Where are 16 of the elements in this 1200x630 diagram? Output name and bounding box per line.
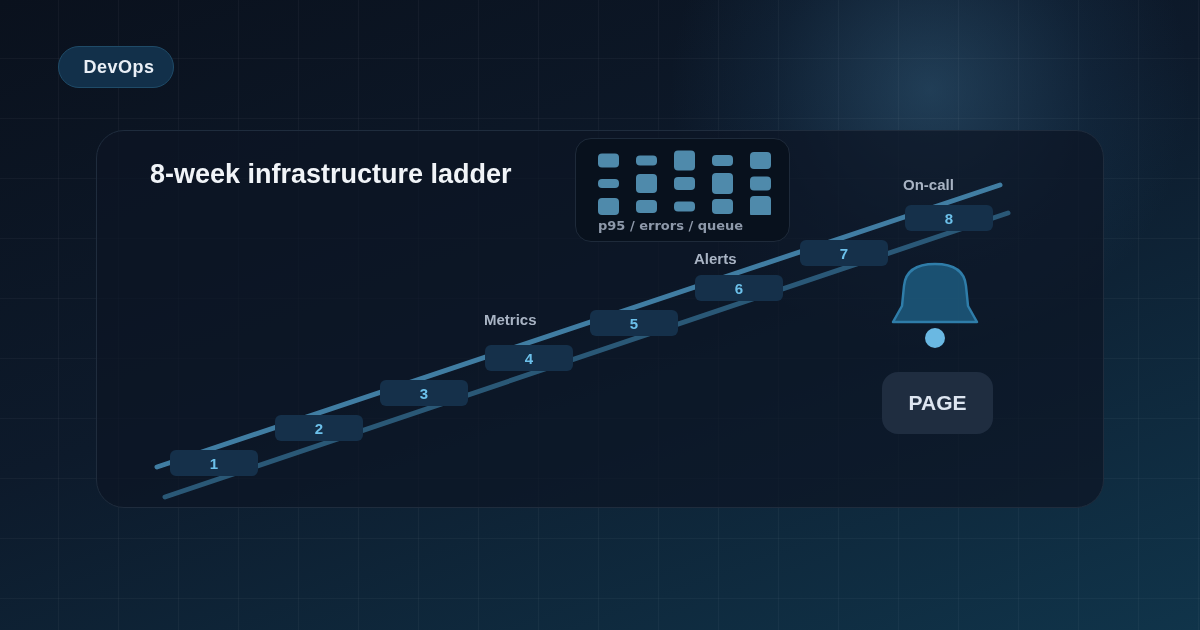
ladder-rung: 7: [800, 240, 888, 266]
ladder-rung: 4: [485, 345, 573, 371]
ladder-rung: 2: [275, 415, 363, 441]
ladder-rung: 1: [170, 450, 258, 476]
dashboard-panel: [575, 138, 790, 242]
category-tag: DevOps: [58, 46, 174, 88]
panel-caption: p95 / errors / queue: [598, 218, 744, 234]
ladder-rung: 5: [590, 310, 678, 336]
ladder-rung: 3: [380, 380, 468, 406]
ladder-rung: 8: [905, 205, 993, 231]
step-label: Alerts: [694, 250, 737, 268]
step-label: On-call: [903, 176, 954, 194]
diagram-title: 8-week infrastructure ladder: [150, 158, 512, 191]
page-button: PAGE: [882, 372, 993, 434]
ladder-rung: 6: [695, 275, 783, 301]
step-label: Metrics: [484, 311, 537, 329]
